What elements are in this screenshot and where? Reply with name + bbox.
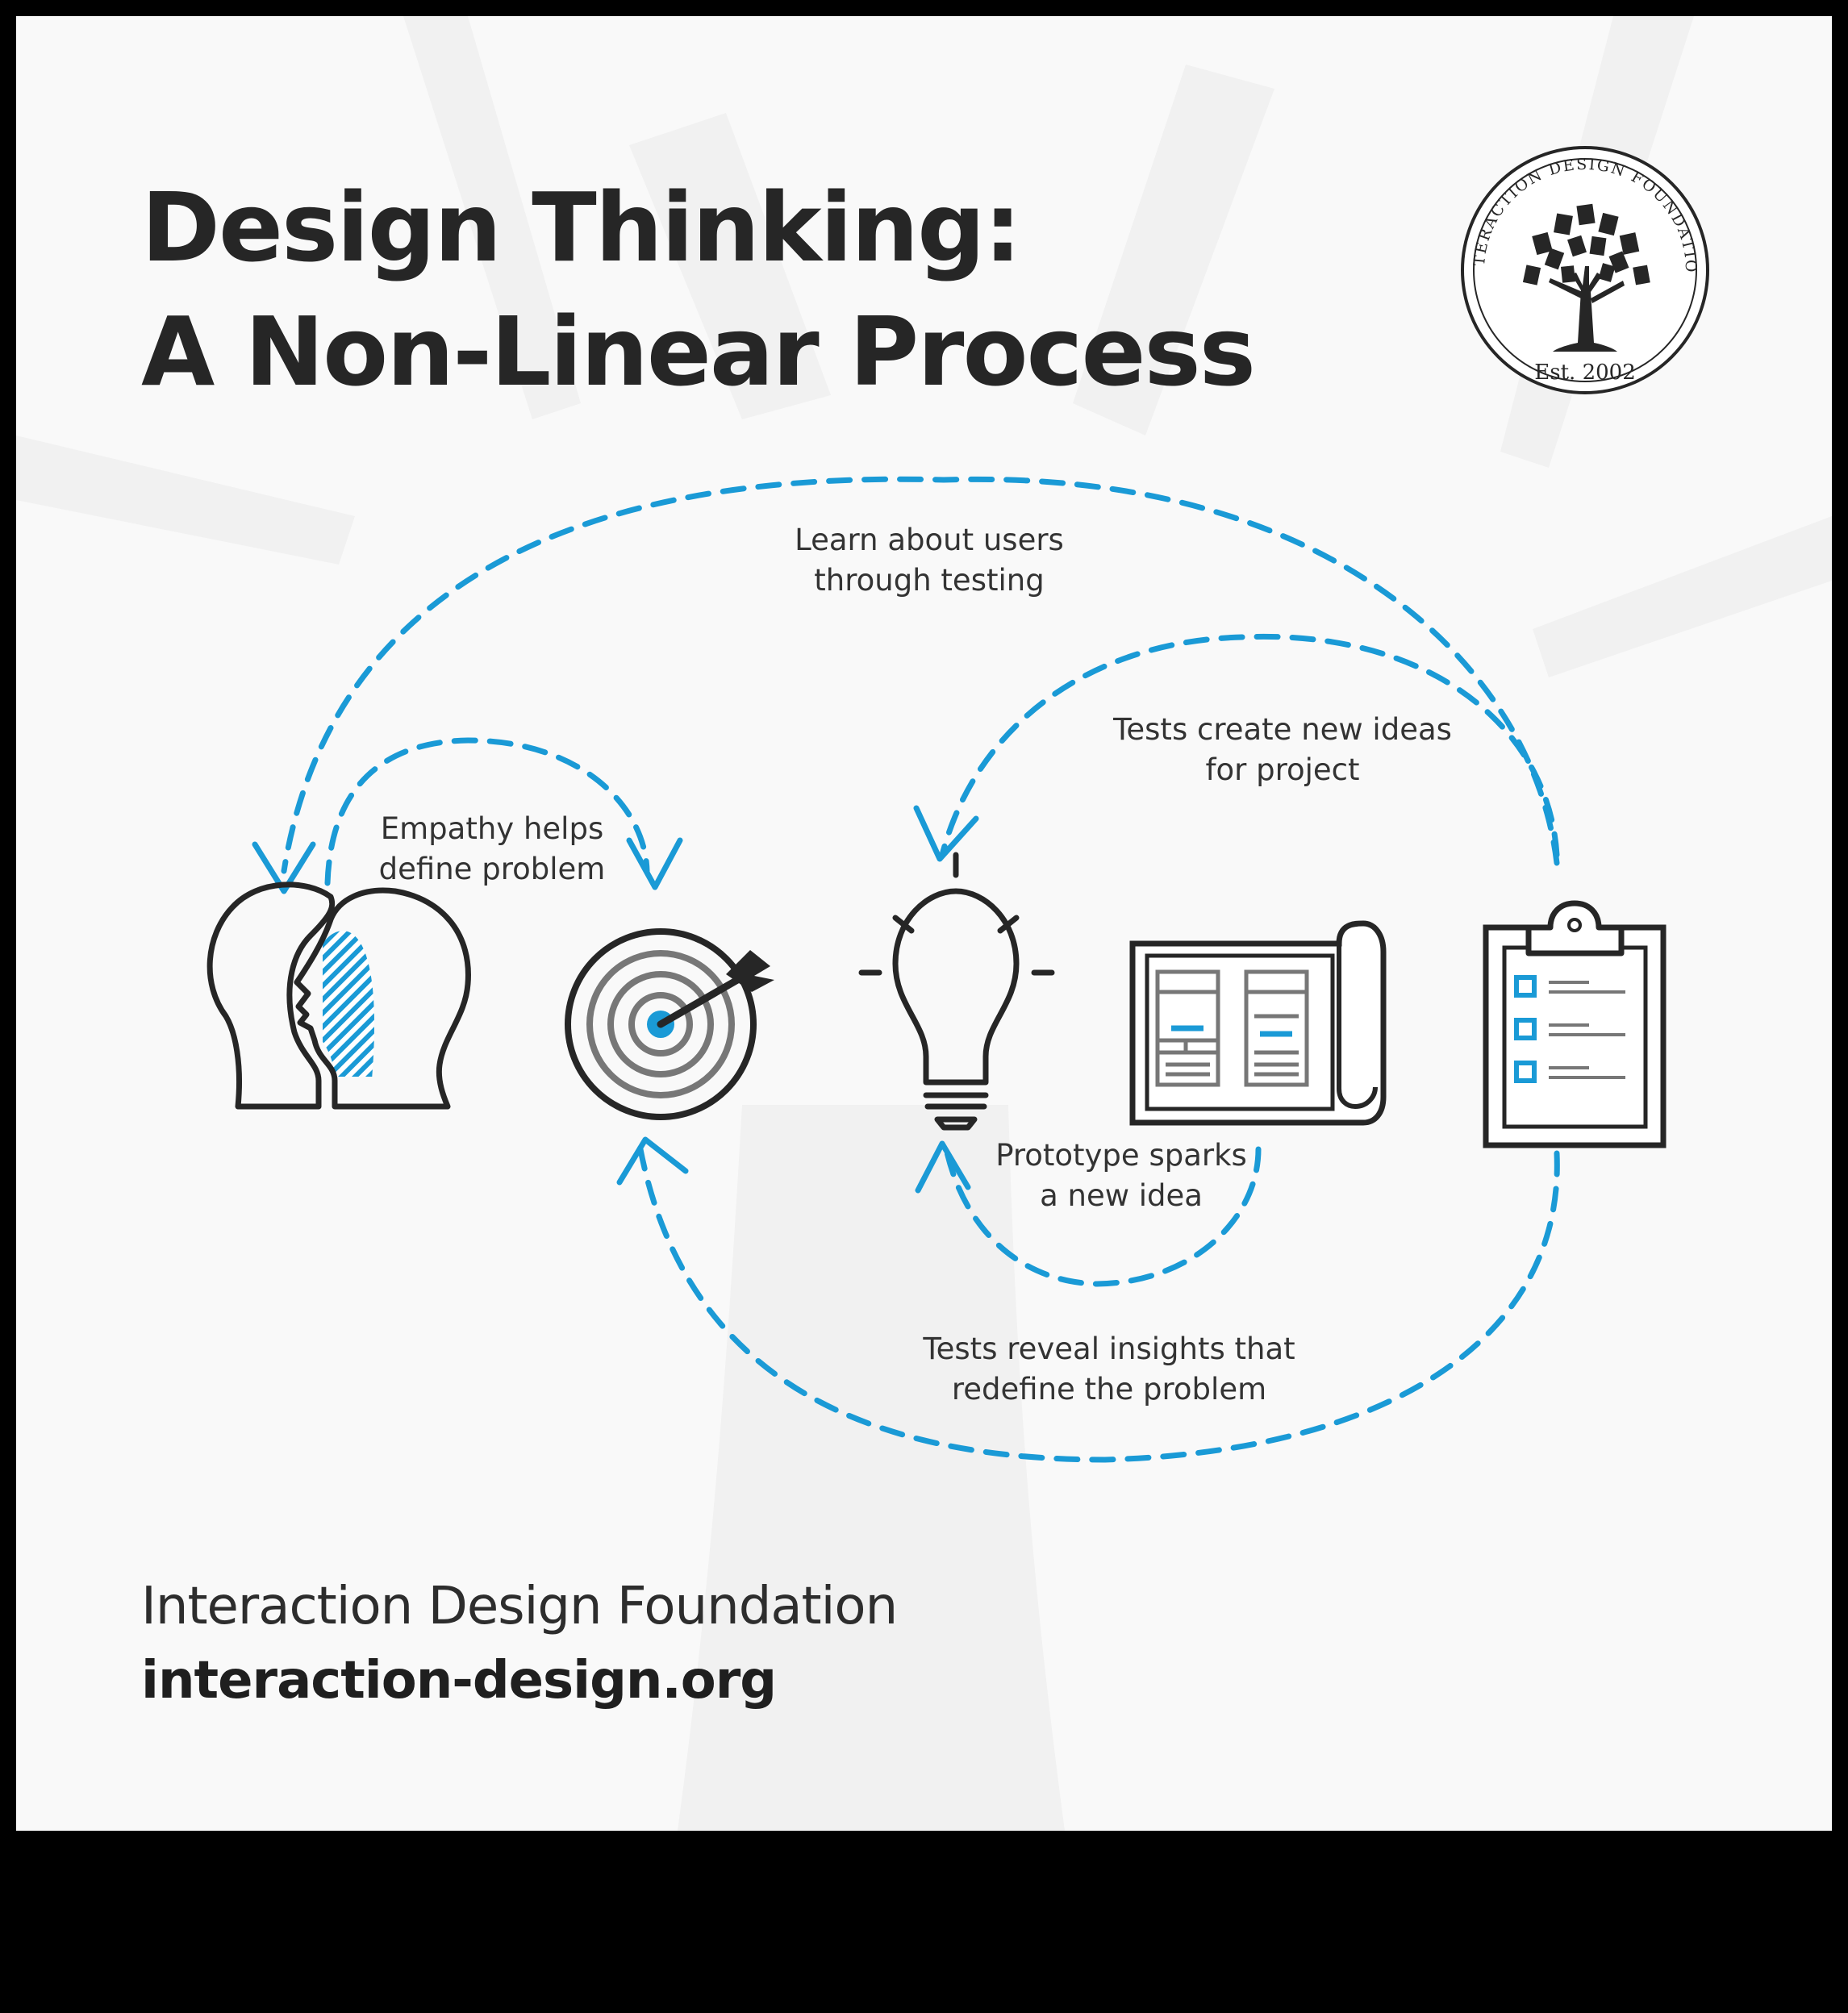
lightbulb-icon	[858, 852, 1055, 1131]
process-diagram	[206, 476, 1667, 1463]
label-test-to-define: Tests reveal insights that redefine the …	[923, 1332, 1295, 1407]
page-title: Design Thinking: A Non-Linear Process	[141, 165, 1256, 414]
arrow-test-to-empathize	[281, 476, 1560, 874]
logo-established: Est. 2002	[1534, 361, 1635, 385]
arrowhead-empathize	[252, 841, 316, 894]
blueprint-scroll-icon	[1129, 920, 1387, 1126]
arrowhead-define-top	[626, 837, 683, 890]
title-line-2: A Non-Linear Process	[141, 296, 1256, 407]
label-prototype-to-ideate: Prototype sparks a new idea	[995, 1138, 1247, 1213]
arrowhead-define-bottom	[616, 1136, 689, 1186]
arrow-prototype-to-ideate	[942, 1142, 1262, 1287]
label-test-to-ideate: Tests create new ideas for project	[1113, 712, 1452, 787]
arrow-empathize-to-define	[324, 737, 650, 886]
idf-logo: INTERACTION DESIGN FOUNDATION Est. 2002	[1452, 137, 1709, 394]
title-line-1: Design Thinking:	[141, 172, 1022, 283]
target-with-arrow-icon	[565, 928, 774, 1120]
arrowhead-ideate-top	[913, 805, 979, 862]
infographic-card: Design Thinking: A Non-Linear Process IN…	[16, 16, 1832, 1831]
arrow-test-to-ideate	[939, 633, 1560, 858]
label-empathize-to-define: Empathy helps define problem	[378, 811, 606, 886]
arrowhead-ideate-bottom	[915, 1140, 971, 1194]
two-heads-icon	[206, 881, 471, 1110]
arrow-test-to-define	[636, 1142, 1560, 1463]
tree-of-books-icon	[1522, 203, 1650, 352]
footer-organization: Interaction Design Foundation	[141, 1577, 898, 1636]
footer-url[interactable]: interaction-design.org	[141, 1651, 777, 1711]
clipboard-checklist-icon	[1483, 900, 1667, 1148]
label-test-to-empathize: Learn about users through testing	[795, 523, 1064, 598]
